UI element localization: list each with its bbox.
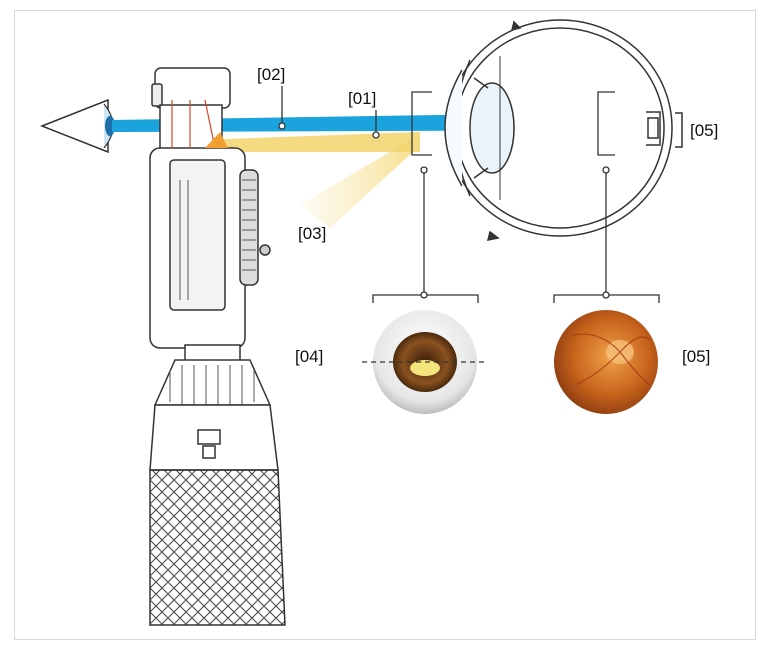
label-02: [02] [257,65,286,84]
fundus-view-image [554,310,658,414]
pupil-view-image [362,310,488,414]
label-05-fundus: [05] [682,347,711,366]
ophthalmoscope-head [149,67,271,349]
illumination-fan [300,140,415,228]
ophthalmoscope-handle [149,344,286,626]
label-03: [03] [298,224,327,243]
label-01: [01] [348,89,377,108]
label-04: [04] [295,347,324,366]
observer-eye-icon [39,98,115,154]
label-05-retina: [05] [690,121,719,140]
fundus-bracket-right [675,112,683,148]
eye-cross-section [444,19,673,241]
label-leaders [278,86,380,139]
mirror-reflection [205,132,228,148]
pupil-leader [372,91,479,303]
retina-leader [553,91,660,303]
